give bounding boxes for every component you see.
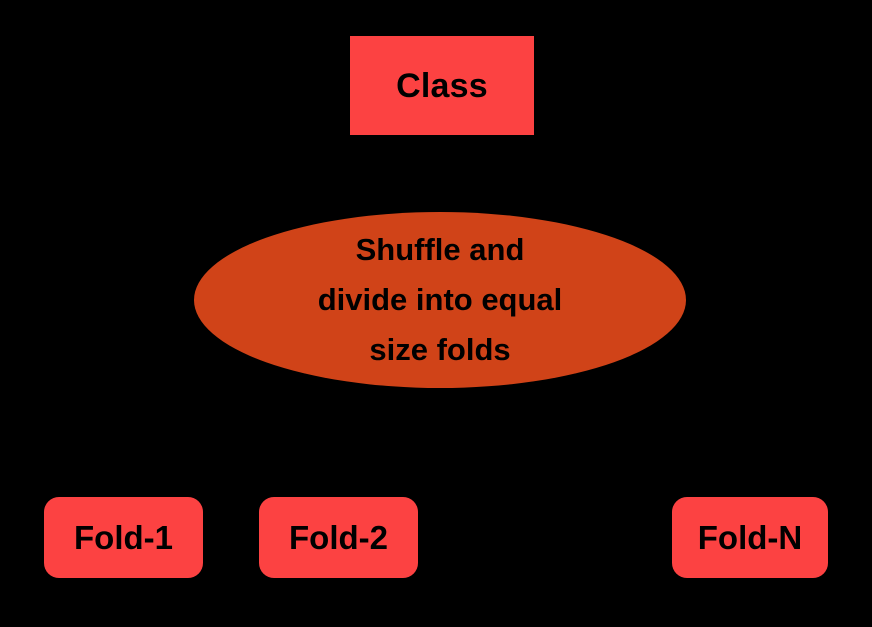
arrowhead-ellipse-to-fold-n — [732, 474, 769, 504]
node-fold-1[interactable]: Fold-1 — [44, 497, 203, 578]
node-class-label: Class — [396, 66, 488, 105]
connector-ellipse-to-fold-n — [468, 384, 752, 490]
node-fold-2[interactable]: Fold-2 — [259, 497, 418, 578]
node-shuffle-ellipse[interactable]: Shuffle and divide into equal size folds — [194, 212, 686, 388]
node-shuffle-line-3: size folds — [369, 332, 511, 368]
arrowhead-ellipse-to-fold-1 — [105, 474, 143, 504]
node-class-box[interactable]: Class — [350, 36, 534, 135]
connector-ellipse-to-fold-1 — [122, 384, 422, 490]
node-shuffle-line-2: divide into equal — [317, 281, 563, 317]
arrowhead-ellipse-to-fold-2 — [320, 474, 357, 504]
node-fold-1-label: Fold-1 — [74, 519, 173, 556]
node-shuffle-line-1: Shuffle and — [355, 231, 525, 267]
node-fold-2-label: Fold-2 — [289, 519, 388, 556]
connector-ellipse-to-fold-2 — [335, 385, 439, 489]
node-fold-n-label: Fold-N — [697, 519, 803, 556]
node-fold-n[interactable]: Fold-N — [672, 497, 828, 578]
